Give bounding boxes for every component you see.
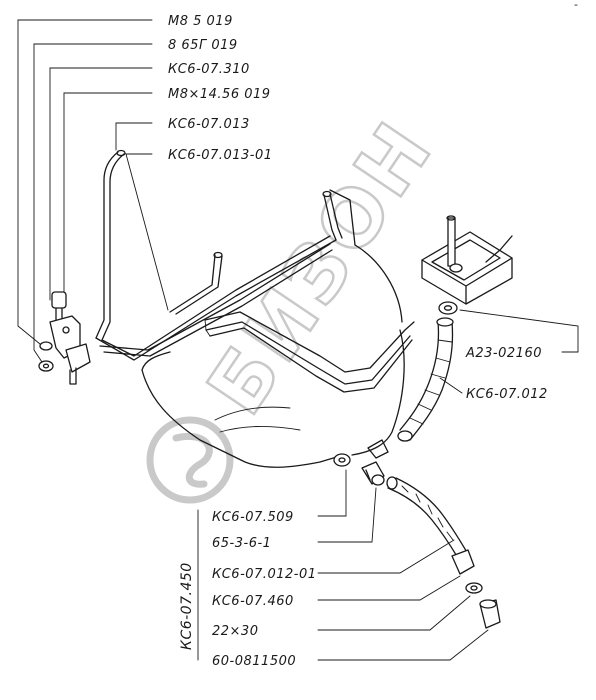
callout-ks6-07-013-01: КС6-07.013-01 xyxy=(168,148,273,163)
callout-m8x14-56-019: М8×14.56 019 xyxy=(168,87,271,102)
watermark-logo-icon xyxy=(146,416,234,504)
callout-60-0811500: 60-0811500 xyxy=(212,654,296,669)
callout-8-65g-019: 8 65Г 019 xyxy=(168,38,238,53)
upper-hose xyxy=(397,317,454,442)
callout-labels: М8 5 019 8 65Г 019 КС6-07.310 М8×14.56 0… xyxy=(168,14,548,669)
callout-ks6-07-013: КС6-07.013 xyxy=(168,117,250,132)
callout-ks6-07-012: КС6-07.012 xyxy=(466,387,548,402)
callout-65-3-6-1: 65-3-6-1 xyxy=(212,536,271,551)
fuel-lines xyxy=(95,149,343,361)
callout-ks6-07-012-01: КС6-07.012-01 xyxy=(212,567,317,582)
callout-22x30: 22×30 xyxy=(212,624,258,639)
leader-lines xyxy=(17,19,579,661)
fuel-tank xyxy=(141,189,415,468)
tank-assembly-drawing xyxy=(17,19,579,661)
callout-ks6-07-509: КС6-07.509 xyxy=(212,510,294,525)
lower-hose-assembly xyxy=(361,461,501,629)
callout-ks6-07-310: КС6-07.310 xyxy=(168,62,250,77)
corner-mark: - xyxy=(574,0,578,11)
top-right-fitting xyxy=(421,215,513,315)
callout-a23-02160: А23-02160 xyxy=(465,346,542,361)
group-label-ks6-07-450: КС6-07.450 xyxy=(179,562,195,650)
callout-m8-5-019: М8 5 019 xyxy=(168,14,233,29)
bracket-assembly xyxy=(38,291,91,385)
callout-ks6-07-460: КС6-07.460 xyxy=(212,594,294,609)
